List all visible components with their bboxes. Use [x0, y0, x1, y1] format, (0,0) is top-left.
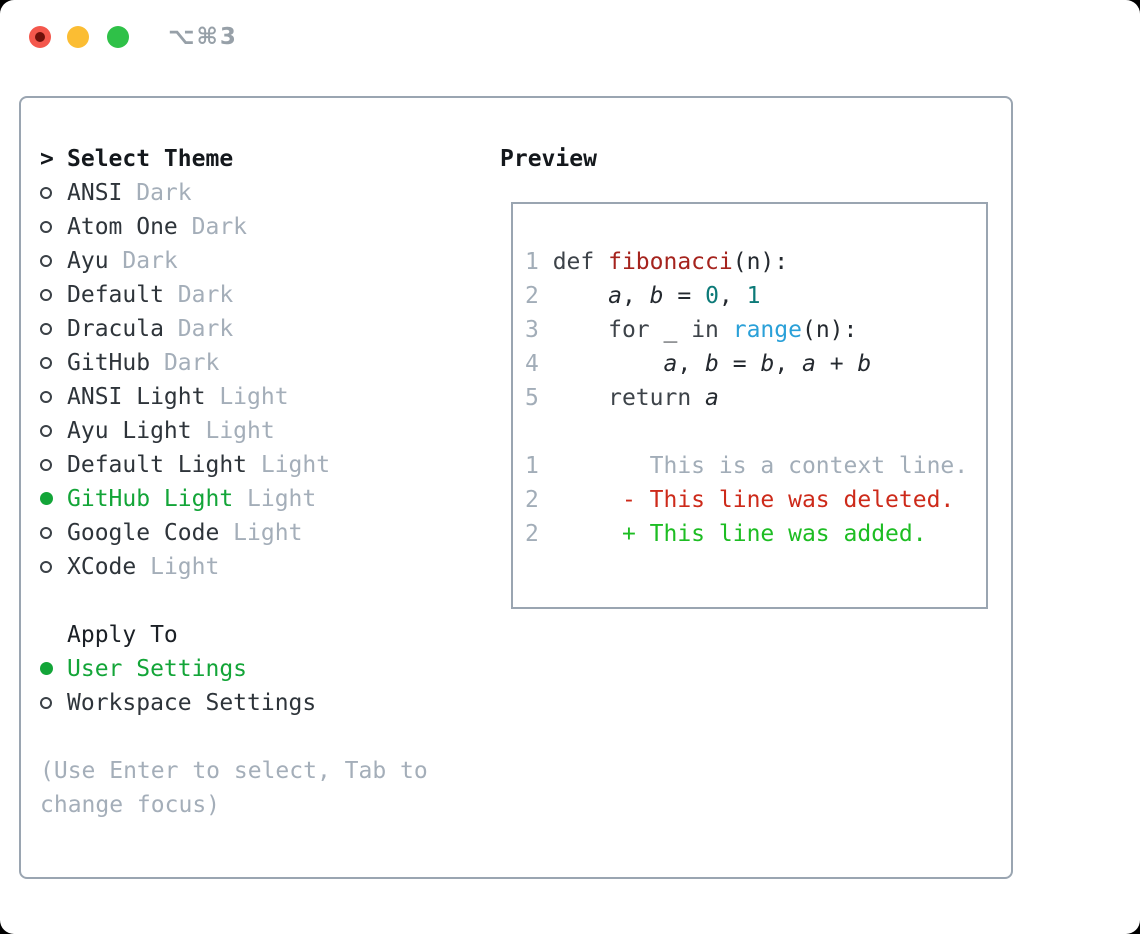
preview-header: Preview	[500, 146, 597, 172]
code-block: 1 def fibonacci(n): 2 a, b = 0, 1 3 for _ …	[525, 245, 986, 551]
line-number: 3	[525, 317, 553, 343]
option-label: GitHub Light	[67, 486, 234, 512]
theme-option-google-code[interactable]: Google Code Light	[40, 516, 480, 550]
theme-option-default-light[interactable]: Default Light Light	[40, 448, 480, 482]
selection-arrow-icon: >	[40, 146, 54, 172]
theme-option-ansi[interactable]: ANSI Dark	[40, 176, 480, 210]
radio-unselected-icon	[40, 516, 67, 550]
theme-list-header: > Select Theme	[40, 142, 480, 176]
theme-option-github-light[interactable]: GitHub Light Light	[40, 482, 480, 516]
option-label: GitHub	[67, 350, 151, 376]
line-number: 2	[525, 521, 553, 547]
radio-unselected-icon	[40, 550, 67, 584]
radio-unselected-icon	[40, 312, 67, 346]
apply-to-header-label: Apply To	[67, 622, 178, 648]
radio-unselected-icon	[40, 380, 67, 414]
radio-unselected-icon	[40, 414, 67, 448]
code-line: 2 a, b = 0, 1	[525, 283, 761, 309]
close-button[interactable]	[29, 26, 51, 48]
theme-variant-label: Dark	[177, 214, 248, 240]
option-label: Default	[67, 282, 164, 308]
theme-variant-label: Dark	[108, 248, 178, 274]
apply-option-workspace-settings[interactable]: Workspace Settings	[40, 686, 480, 720]
option-label: Dracula	[67, 316, 164, 342]
radio-selected-icon	[40, 652, 67, 686]
radio-unselected-icon	[40, 686, 67, 720]
theme-variant-label: Light	[191, 418, 275, 444]
theme-variant-label: Dark	[150, 350, 220, 376]
option-label: Atom One	[67, 214, 178, 240]
radio-unselected-icon	[40, 278, 67, 312]
theme-option-github[interactable]: GitHub Dark	[40, 346, 480, 380]
option-label: Workspace Settings	[67, 690, 317, 716]
line-number: 5	[525, 385, 553, 411]
preview-box: 1 def fibonacci(n): 2 a, b = 0, 1 3 for _ …	[511, 202, 988, 609]
option-label: Ayu	[67, 248, 109, 274]
close-dot-icon	[35, 32, 45, 42]
zoom-button[interactable]	[107, 26, 129, 48]
theme-option-ayu-light[interactable]: Ayu Light Light	[40, 414, 480, 448]
code-line: 2 - This line was deleted.	[525, 487, 955, 513]
radio-selected-icon	[40, 482, 67, 516]
minimize-button[interactable]	[67, 26, 89, 48]
line-number: 1	[525, 249, 553, 275]
code-line	[525, 415, 986, 449]
theme-variant-label: Dark	[163, 282, 234, 308]
code-line: 4 a, b = b, a + b	[525, 351, 872, 377]
theme-variant-label: Light	[136, 554, 220, 580]
theme-variant-label: Light	[205, 384, 289, 410]
theme-variant-label: Dark	[163, 316, 234, 342]
code-line: 1 This is a context line.	[525, 453, 969, 479]
code-line: 3 for _ in range(n):	[525, 317, 858, 343]
line-number: 4	[525, 351, 553, 377]
option-label: XCode	[67, 554, 137, 580]
option-label: ANSI Light	[67, 384, 206, 410]
theme-option-default[interactable]: Default Dark	[40, 278, 480, 312]
window-title: ⌥⌘3	[168, 24, 238, 50]
option-label: Google Code	[67, 520, 220, 546]
theme-option-ansi-light[interactable]: ANSI Light Light	[40, 380, 480, 414]
option-label: Ayu Light	[67, 418, 192, 444]
radio-unselected-icon	[40, 210, 67, 244]
theme-option-dracula[interactable]: Dracula Dark	[40, 312, 480, 346]
theme-option-xcode[interactable]: XCode Light	[40, 550, 480, 584]
theme-list-header-label: Select Theme	[67, 146, 234, 172]
radio-unselected-icon	[40, 448, 67, 482]
theme-variant-label: Dark	[122, 180, 192, 206]
apply-option-user-settings[interactable]: User Settings	[40, 652, 480, 686]
hint-text: (Use Enter to select, Tab to change focu…	[40, 758, 428, 818]
radio-unselected-icon	[40, 244, 67, 278]
theme-option-atom-one[interactable]: Atom One Dark	[40, 210, 480, 244]
theme-variant-label: Light	[219, 520, 303, 546]
option-label: User Settings	[67, 656, 248, 682]
code-line: 1 def fibonacci(n):	[525, 249, 789, 275]
code-line: 2 + This line was added.	[525, 521, 927, 547]
apply-to-header: Apply To	[40, 618, 480, 652]
code-line: 5 return a	[525, 385, 719, 411]
line-number: 2	[525, 487, 553, 513]
theme-option-ayu[interactable]: Ayu Dark	[40, 244, 480, 278]
line-number: 2	[525, 283, 553, 309]
option-label: ANSI	[67, 180, 123, 206]
title-bar: ⌥⌘3	[0, 0, 1140, 75]
radio-unselected-icon	[40, 176, 67, 210]
option-label: Default Light	[67, 452, 248, 478]
radio-unselected-icon	[40, 346, 67, 380]
theme-variant-label: Light	[247, 452, 331, 478]
line-number: 1	[525, 453, 553, 479]
theme-variant-label: Light	[233, 486, 317, 512]
